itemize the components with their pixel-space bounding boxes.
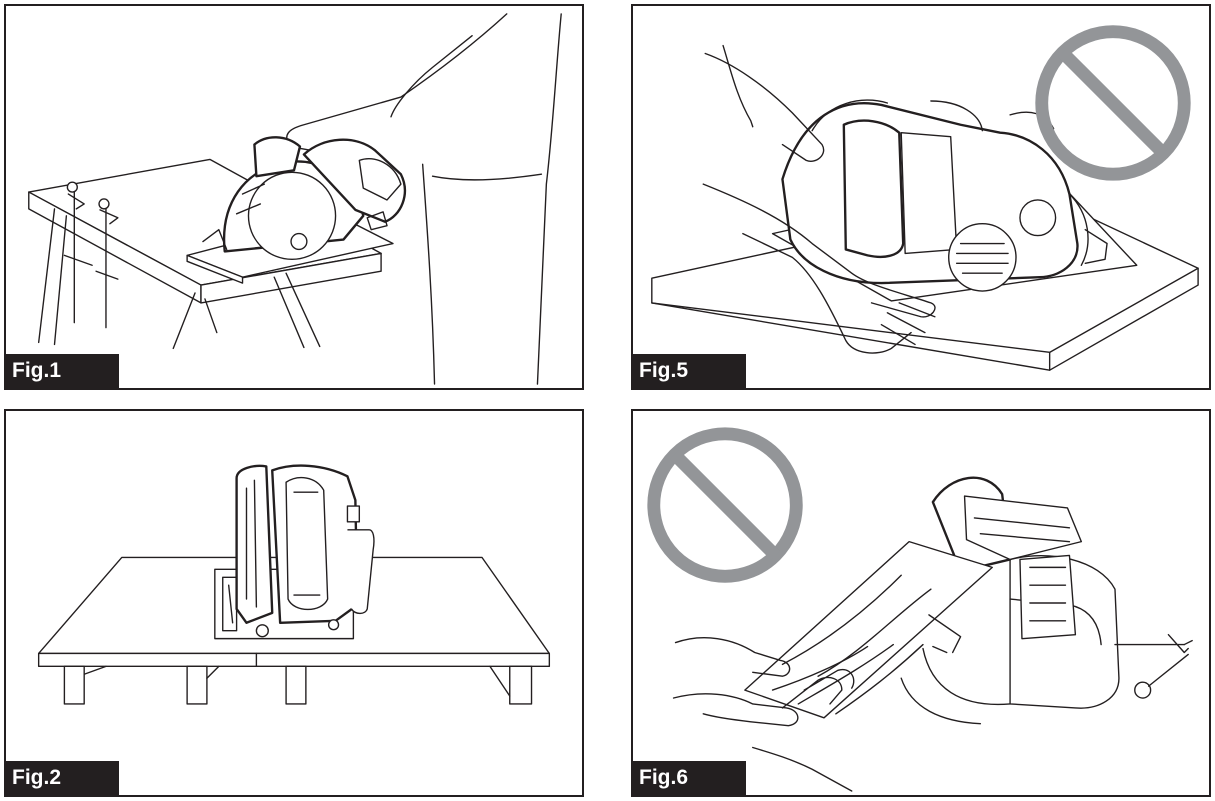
figure-5-illustration xyxy=(651,25,1199,371)
prohibition-icon xyxy=(1035,25,1191,181)
figure-6-label: Fig.6 xyxy=(633,761,746,795)
figure-5-label: Fig.5 xyxy=(633,354,746,388)
figure-1-panel: Fig.1 xyxy=(4,4,584,390)
prohibition-icon xyxy=(647,427,803,583)
figure-2-panel: Fig.2 xyxy=(4,409,584,797)
figure-6-panel: Fig.6 xyxy=(631,409,1211,797)
figure-1-label: Fig.1 xyxy=(6,354,119,388)
figure-6-illustration xyxy=(647,427,1193,792)
figure-2-illustration xyxy=(37,464,551,705)
figure-5-panel: Fig.5 xyxy=(631,4,1211,390)
figure-1-illustration xyxy=(28,13,562,385)
figure-2-label: Fig.2 xyxy=(6,761,119,795)
